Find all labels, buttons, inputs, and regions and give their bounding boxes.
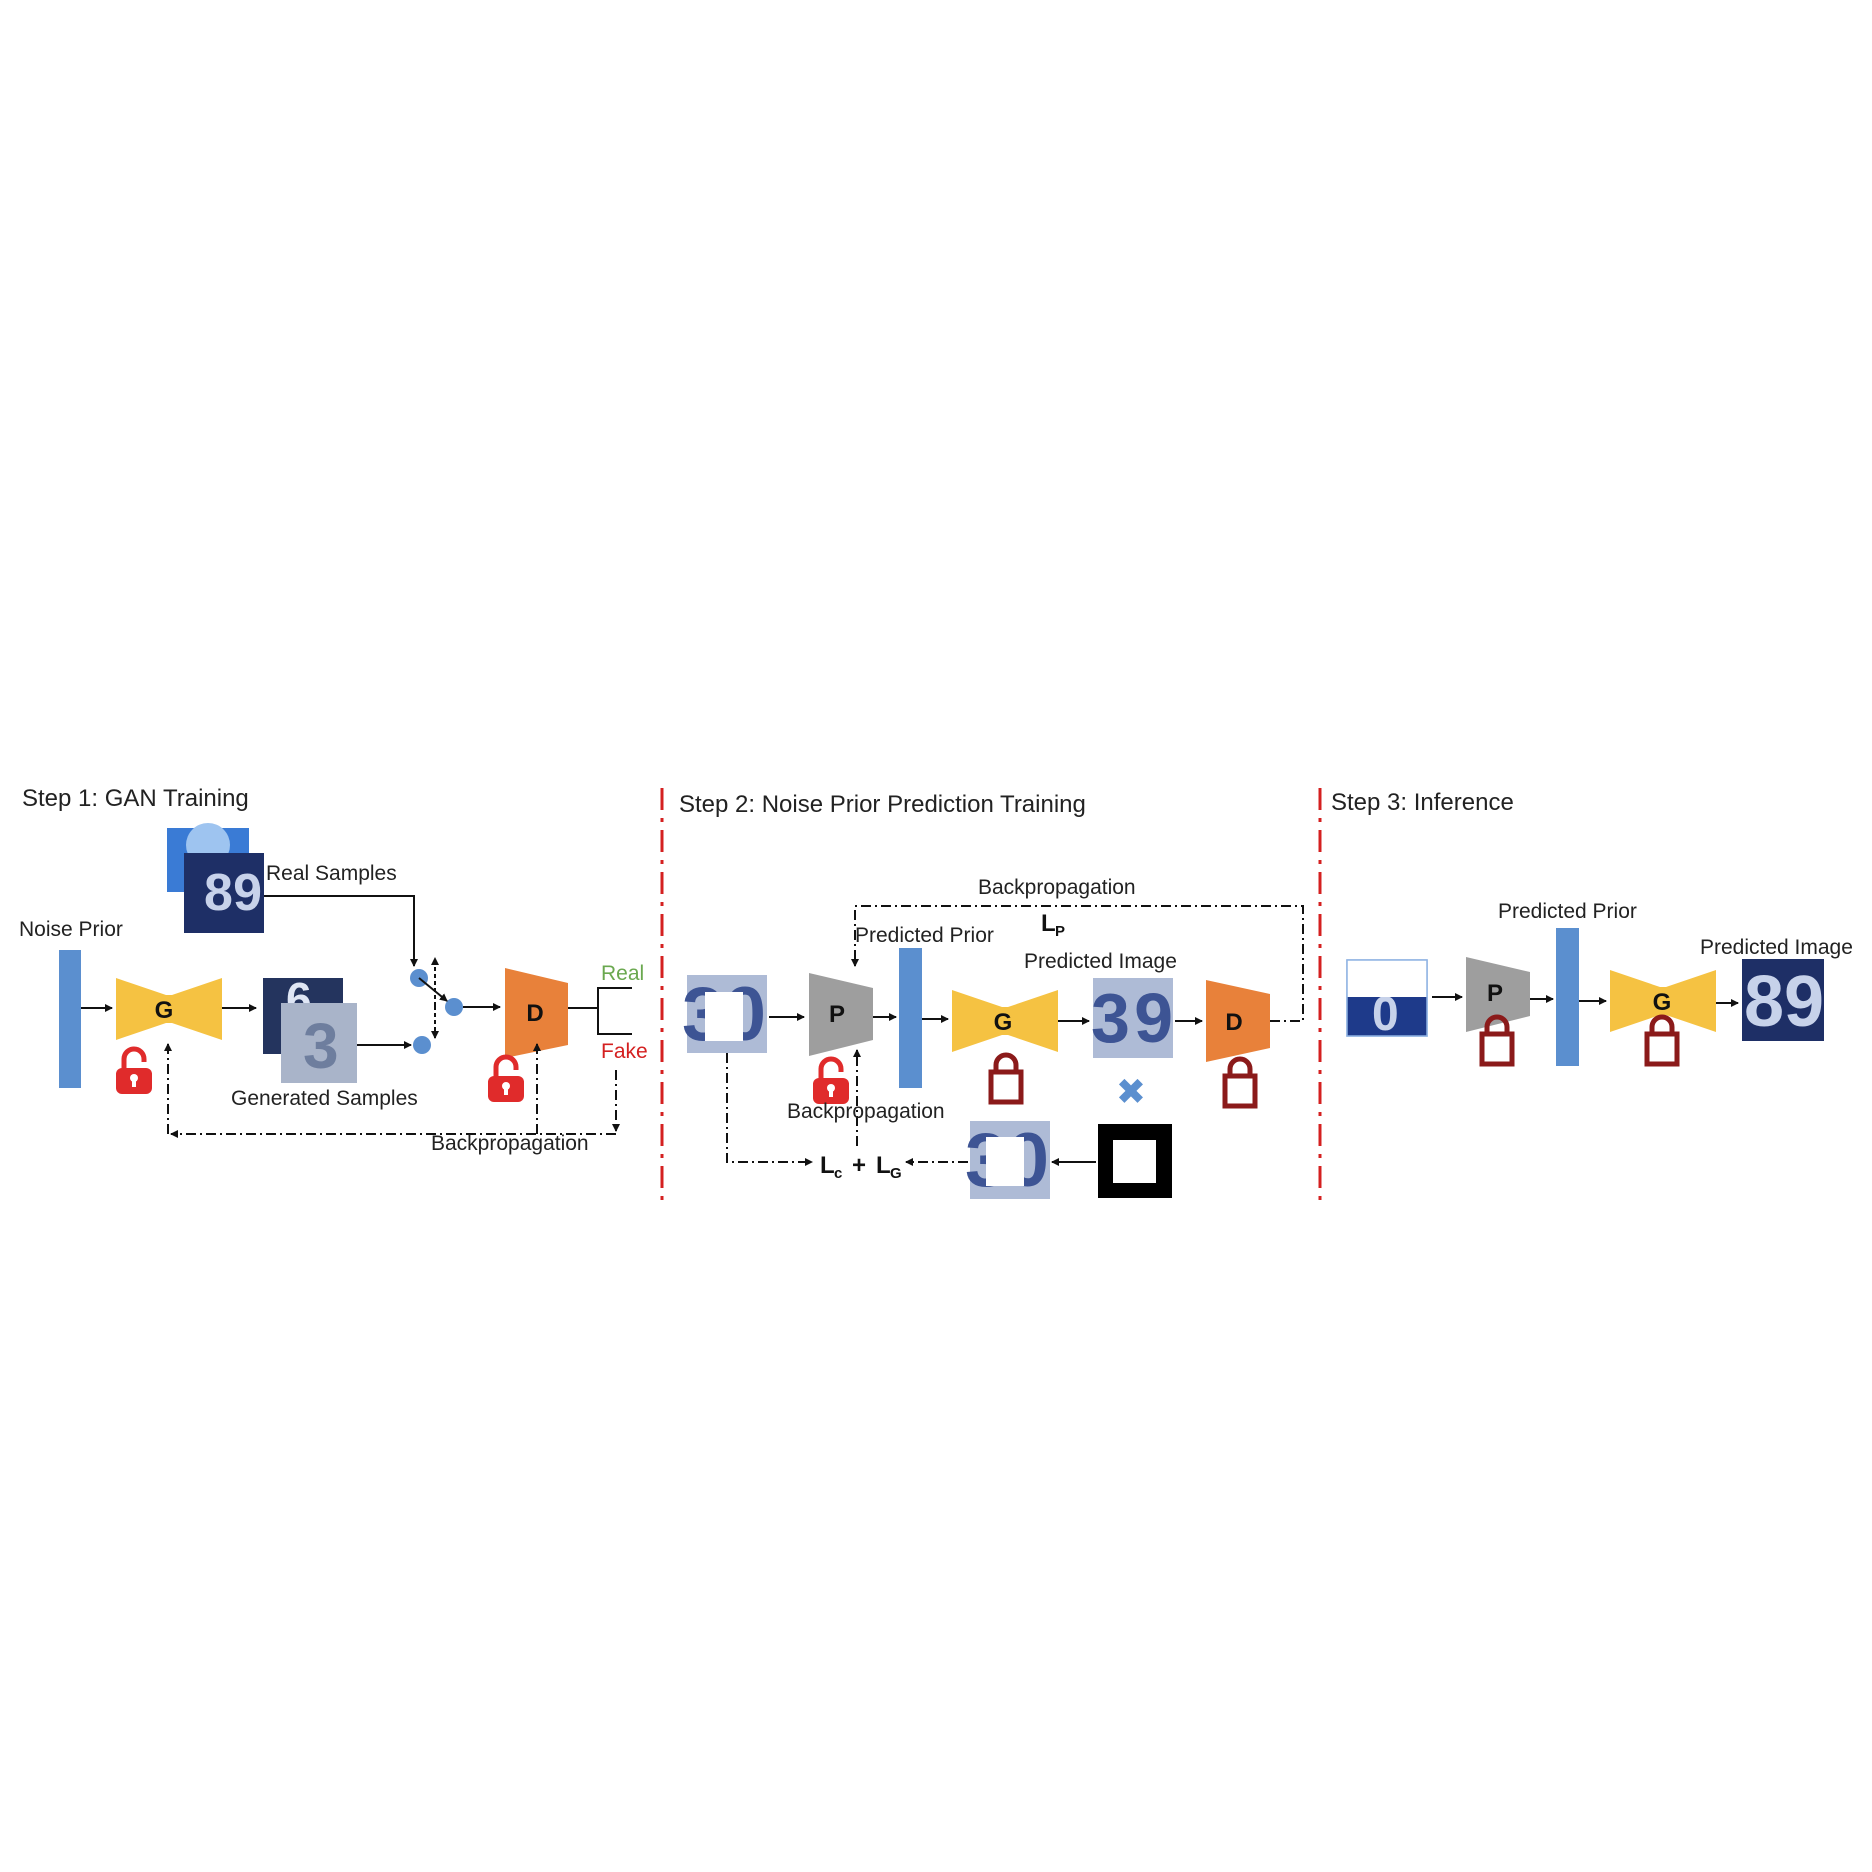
backprop-top-label: Backpropagation: [978, 876, 1136, 899]
lock-icon: [1479, 1014, 1515, 1067]
predictor-block: [1466, 957, 1530, 1032]
predicted-prior-bar: [899, 948, 922, 1088]
generated-front-digit: 3: [303, 1010, 339, 1082]
output-bracket: [568, 987, 632, 1035]
discriminator-block: [1206, 980, 1270, 1062]
backprop-top-loop: [851, 905, 1304, 1022]
noise-prior-bar: [59, 950, 81, 1088]
loss-c: L: [820, 1152, 835, 1179]
generator-block: [116, 978, 222, 1040]
loss-p: L: [1041, 910, 1056, 937]
loss-g-subscript: G: [890, 1165, 902, 1182]
backprop-bottom-label: Backpropagation: [787, 1100, 945, 1123]
switch-arm: [418, 977, 448, 1002]
noise-prior-label: Noise Prior: [19, 918, 123, 941]
real-samples-digits: 89: [204, 864, 262, 922]
inference-input-image: 0: [1346, 959, 1428, 1041]
lock-icon: [988, 1052, 1024, 1105]
predictor-block: [809, 973, 873, 1056]
switch-node-mid: [445, 998, 463, 1016]
real-samples-image: 89: [167, 823, 264, 933]
inference-output-image: 89: [1742, 959, 1824, 1042]
loss-c-subscript: c: [834, 1165, 842, 1182]
predicted-image-label: Predicted Image: [1024, 950, 1177, 973]
step2-title: Step 2: Noise Prior Prediction Training: [679, 791, 1086, 818]
step1-title: Step 1: GAN Training: [22, 785, 249, 812]
discriminator-label: D: [526, 1000, 543, 1027]
masked-input-image: 30: [682, 972, 767, 1057]
switch-node-bottom: [413, 1036, 431, 1054]
unlock-icon: [488, 1054, 524, 1102]
predicted-image-label: Predicted Image: [1700, 936, 1853, 959]
line-real-to-switch: [264, 895, 418, 967]
generated-samples-label: Generated Samples: [231, 1087, 418, 1110]
predicted-prior-label: Predicted Prior: [855, 924, 994, 947]
step3-panel: Step 3: Inference 0 P Predicted Prior G: [1331, 789, 1853, 1067]
unlock-icon: [813, 1056, 849, 1104]
fake-label: Fake: [601, 1040, 648, 1063]
predictor-label: P: [1487, 980, 1503, 1007]
generator-block: [1610, 970, 1716, 1032]
masked-predicted-image: 30: [965, 1118, 1050, 1203]
real-label: Real: [601, 962, 644, 985]
inference-output-digits: 89: [1744, 962, 1824, 1042]
real-samples-label: Real Samples: [266, 862, 397, 885]
predicted-image: 39: [1091, 978, 1173, 1058]
generator-block: [952, 990, 1058, 1052]
unlock-icon: [116, 1046, 152, 1094]
predictor-label: P: [829, 1001, 845, 1028]
predicted-prior-label: Predicted Prior: [1498, 900, 1637, 923]
generator-label: G: [155, 997, 174, 1024]
backprop-label: Backpropagation: [431, 1132, 589, 1155]
lock-icon: [1644, 1014, 1680, 1067]
generator-label: G: [994, 1009, 1013, 1036]
mask-image: [1098, 1124, 1172, 1198]
loss-g: L: [876, 1152, 891, 1179]
generated-samples-image: 6 3: [263, 973, 357, 1083]
multiply-icon: ✖: [1116, 1072, 1146, 1113]
discriminator-label: D: [1225, 1009, 1242, 1036]
step1-panel: Step 1: GAN Training Noise Prior G 89 Re…: [19, 785, 648, 1155]
generator-label: G: [1653, 989, 1672, 1016]
loss-p-subscript: P: [1055, 923, 1065, 940]
step3-title: Step 3: Inference: [1331, 789, 1514, 816]
discriminator-block: [505, 968, 568, 1058]
lock-icon: [1222, 1056, 1258, 1109]
predicted-prior-bar: [1556, 928, 1579, 1066]
step2-panel: Step 2: Noise Prior Prediction Training …: [679, 791, 1304, 1203]
line-input-to-loss: [726, 1053, 813, 1166]
loss-plus: +: [852, 1152, 866, 1179]
